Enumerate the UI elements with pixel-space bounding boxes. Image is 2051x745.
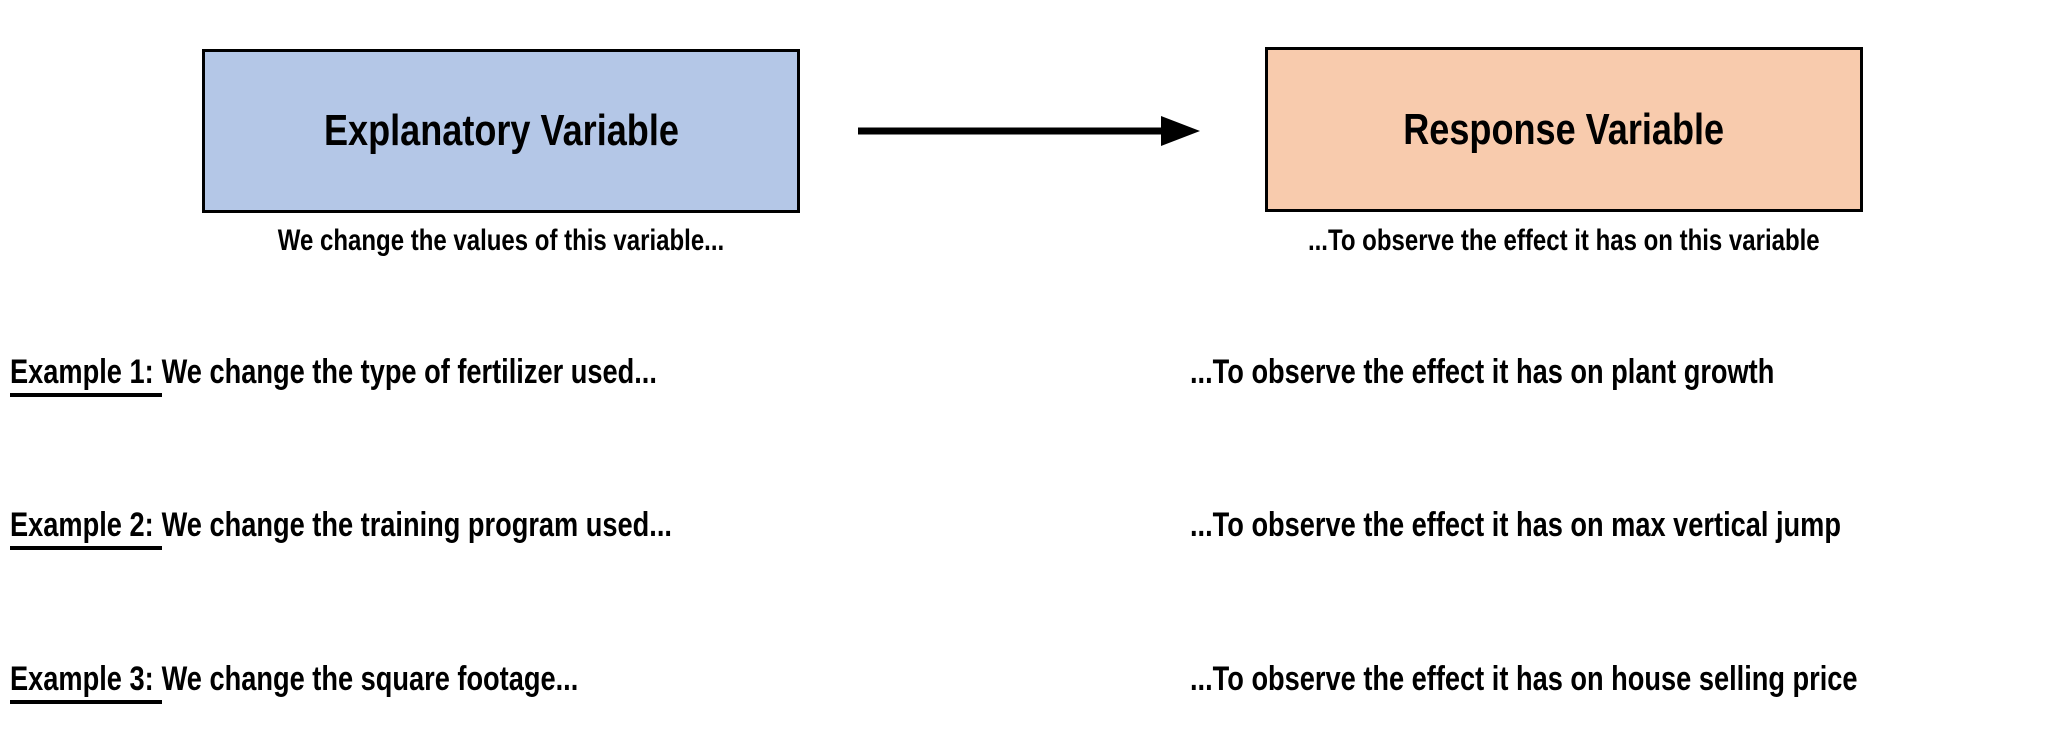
example-3-left-text: We change the square footage... bbox=[161, 660, 579, 698]
explanatory-caption: We change the values of this variable... bbox=[101, 223, 901, 259]
example-2-left: Example 2:We change the training program… bbox=[10, 505, 837, 550]
example-1-left: Example 1:We change the type of fertiliz… bbox=[10, 352, 819, 397]
example-2-label: Example 2: bbox=[10, 506, 162, 550]
example-2-right-text: ...To observe the effect it has on max v… bbox=[1190, 506, 1841, 544]
explanatory-caption-text: We change the values of this variable... bbox=[277, 224, 725, 257]
right-arrow-icon bbox=[855, 111, 1205, 151]
example-1-left-text: We change the type of fertilizer used... bbox=[161, 353, 657, 391]
response-caption-text: ...To observe the effect it has on this … bbox=[1308, 224, 1820, 257]
response-variable-title: Response Variable bbox=[1403, 104, 1725, 154]
response-caption: ...To observe the effect it has on this … bbox=[1164, 223, 1964, 259]
example-2-right: ...To observe the effect it has on max v… bbox=[1190, 505, 2004, 545]
example-1-right: ...To observe the effect it has on plant… bbox=[1190, 352, 1920, 392]
example-3-left: Example 3:We change the square footage..… bbox=[10, 659, 720, 704]
example-1-label: Example 1: bbox=[10, 353, 162, 397]
explanatory-variable-box: Explanatory Variable bbox=[202, 49, 800, 213]
example-3-right: ...To observe the effect it has on house… bbox=[1190, 659, 2024, 699]
example-1-right-text: ...To observe the effect it has on plant… bbox=[1190, 353, 1775, 391]
explanatory-variable-title: Explanatory Variable bbox=[323, 106, 679, 155]
response-variable-box: Response Variable bbox=[1265, 47, 1863, 212]
example-3-label: Example 3: bbox=[10, 660, 162, 704]
example-2-left-text: We change the training program used... bbox=[161, 506, 672, 544]
example-3-right-text: ...To observe the effect it has on house… bbox=[1190, 660, 1858, 698]
